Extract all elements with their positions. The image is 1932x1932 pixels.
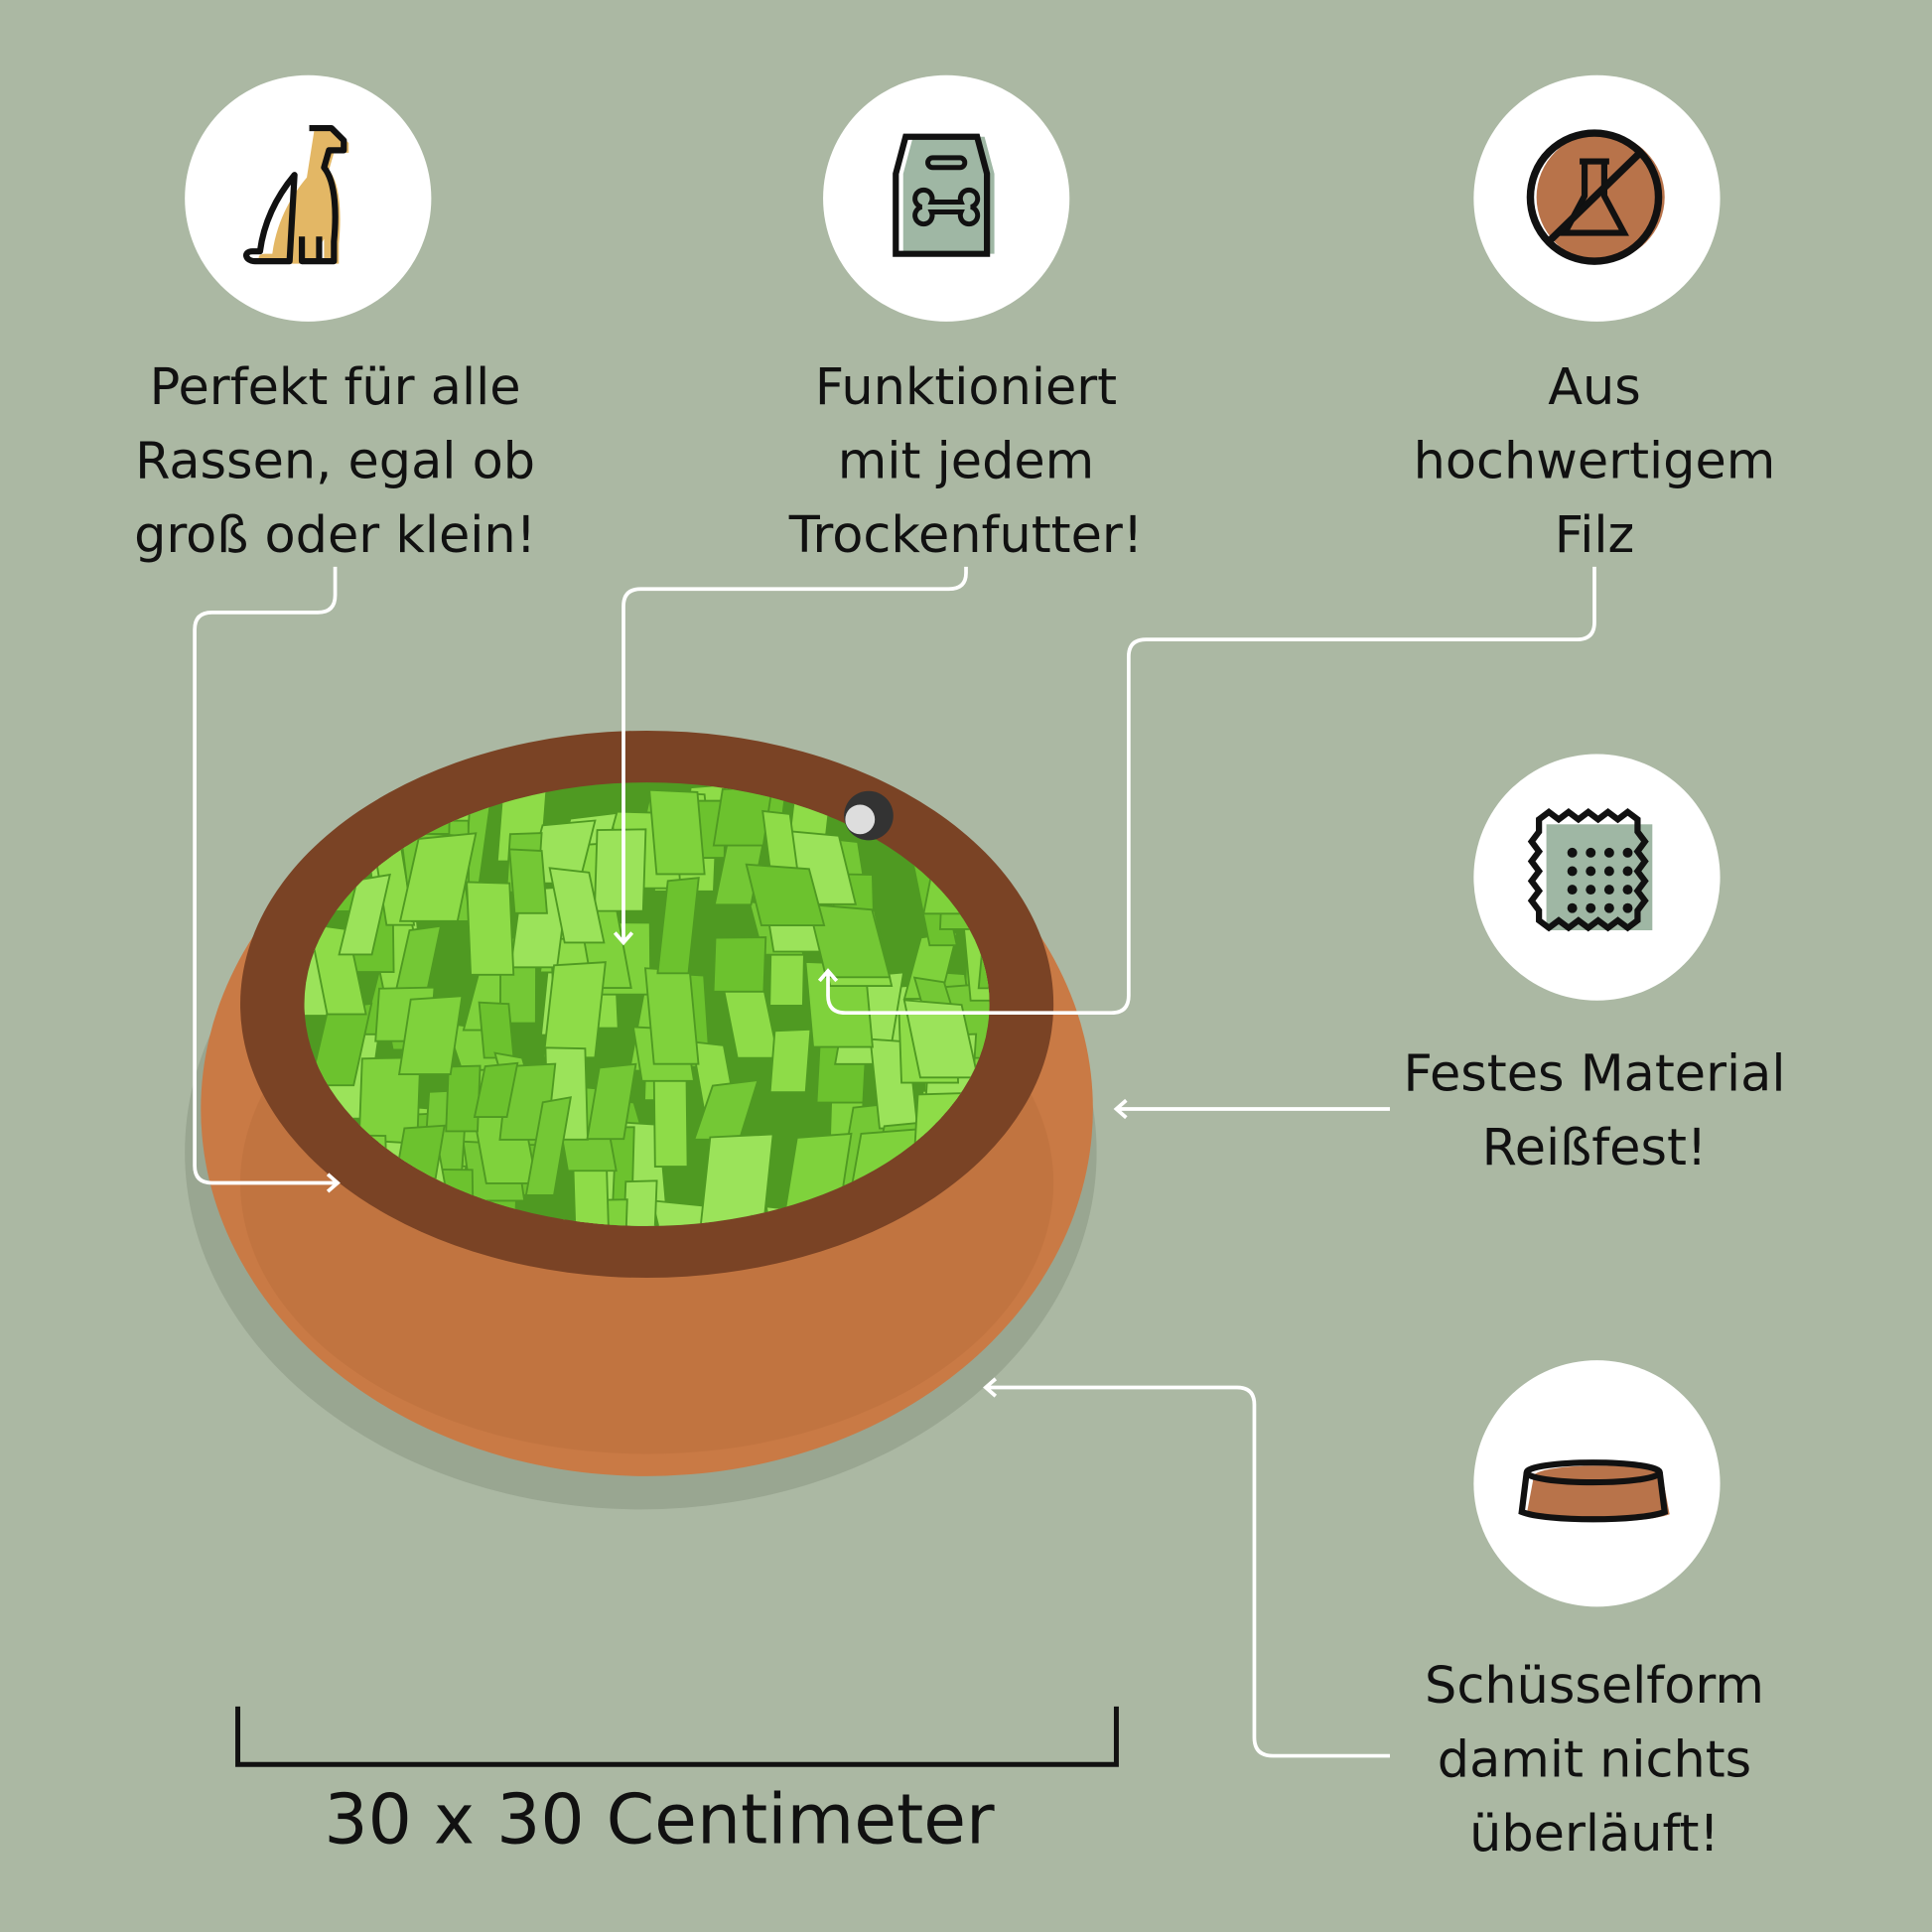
connector-4 [1113,1098,1390,1120]
felt-flap [807,902,892,979]
food-bag-icon-badge [823,74,1070,322]
felt-flap [586,1062,637,1141]
connector-3 [817,566,1596,1016]
felt-flap [478,1001,515,1059]
dog-icon-badge [185,74,432,322]
felt-fabric-icon [1527,808,1653,932]
bowl-icon-badge [1473,1360,1721,1607]
felt-flap [338,873,391,956]
connector-lines [193,566,1596,1758]
felt-flap [712,936,767,993]
felt-flap [466,881,515,976]
felt-flap [997,783,1028,844]
drawstring-cord [845,804,876,835]
size-label: 30 x 30 Centimeter [324,1780,995,1862]
felt-flap [699,1133,774,1226]
felt-flap [473,1061,519,1118]
felt-flap [745,863,826,926]
felt-flap [652,1071,689,1168]
connector-5 [983,1377,1390,1758]
no-chemicals-icon [1526,129,1665,265]
felt-flap [768,1028,812,1094]
felt-flap [643,967,700,1065]
food-bag-icon [893,133,995,257]
bracket-dimension [235,1706,1119,1767]
felt-flap [397,995,464,1075]
felt-flap [508,848,548,914]
felt-flap [445,1064,482,1133]
felt-fabric-icon-badge [1473,754,1721,1001]
felt-flap [542,961,607,1059]
felt-flap [648,788,706,876]
connector-1 [193,566,341,1193]
felt-flap [308,922,367,1016]
felt-flap [398,832,478,922]
dog-icon [243,124,349,265]
felt-flap [524,1096,572,1196]
felt-flap [593,828,647,912]
bowl-icon [1518,1459,1670,1523]
connector-2 [613,566,968,946]
felt-flap [548,867,606,944]
no-chemicals-icon-badge [1473,74,1721,322]
felt-flap [621,1179,658,1226]
felt-flap [656,877,700,975]
felt-flap [982,782,990,861]
